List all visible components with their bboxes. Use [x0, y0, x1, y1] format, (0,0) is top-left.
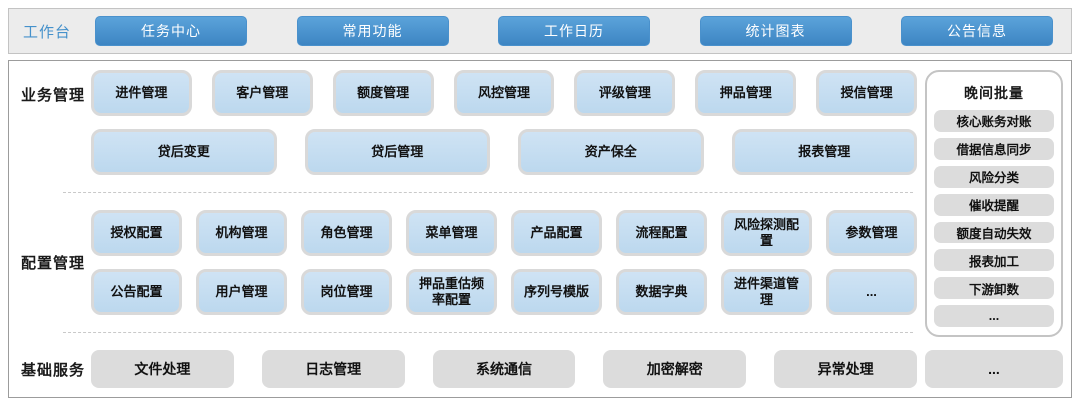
night-item-report-processing[interactable]: 报表加工 — [934, 249, 1054, 272]
tile-file-processing[interactable]: 文件处理 — [91, 350, 234, 388]
tile-asset-preservation[interactable]: 资产保全 — [518, 129, 704, 175]
main-panel: 业务管理 进件管理 客户管理 额度管理 风控管理 评级管理 押品管理 授信管理 … — [8, 60, 1072, 398]
tile-limit-management[interactable]: 额度管理 — [332, 70, 434, 116]
main-content: 业务管理 进件管理 客户管理 额度管理 风控管理 评级管理 押品管理 授信管理 … — [15, 70, 918, 388]
workbench-buttons: 任务中心 常用功能 工作日历 统计图表 公告信息 — [85, 16, 1057, 46]
tile-organization-management[interactable]: 机构管理 — [196, 210, 287, 256]
night-item-loan-receipt-sync[interactable]: 借据信息同步 — [934, 137, 1054, 160]
base-rows: 文件处理 日志管理 系统通信 加密解密 异常处理 — [91, 350, 917, 388]
tile-collateral-revaluation-frequency-config[interactable]: 押品重估频率配置 — [406, 269, 497, 315]
tile-product-config[interactable]: 产品配置 — [511, 210, 602, 256]
tile-announcement-config[interactable]: 公告配置 — [91, 269, 182, 315]
night-batch-panel: 晚间批量 核心账务对账 借据信息同步 风险分类 催收提醒 额度自动失效 报表加工… — [925, 70, 1063, 337]
section-label-business: 业务管理 — [20, 87, 85, 104]
base-row: 文件处理 日志管理 系统通信 加密解密 异常处理 — [91, 350, 917, 388]
tile-serial-number-template[interactable]: 序列号模版 — [511, 269, 602, 315]
workbench-button-work-calendar[interactable]: 工作日历 — [498, 16, 650, 46]
tile-user-management[interactable]: 用户管理 — [196, 269, 287, 315]
tile-encryption-decryption[interactable]: 加密解密 — [603, 350, 747, 388]
tile-log-management[interactable]: 日志管理 — [261, 350, 405, 388]
tile-intake-channel-management[interactable]: 进件渠道管理 — [721, 269, 812, 315]
tile-post-loan-management[interactable]: 贷后管理 — [304, 129, 490, 175]
tile-credit-management[interactable]: 授信管理 — [816, 70, 918, 116]
section-label-base: 基础服务 — [20, 361, 85, 379]
night-batch-column: 晚间批量 核心账务对账 借据信息同步 风险分类 催收提醒 额度自动失效 报表加工… — [925, 70, 1063, 388]
workbench-label: 工作台 — [23, 23, 72, 41]
dashed-divider-2 — [63, 332, 913, 333]
section-business: 业务管理 进件管理 客户管理 额度管理 风控管理 评级管理 押品管理 授信管理 … — [15, 70, 918, 175]
workbench-bar: 工作台 任务中心 常用功能 工作日历 统计图表 公告信息 — [8, 8, 1072, 54]
workbench-button-task-center[interactable]: 任务中心 — [95, 16, 247, 46]
night-item-collection-reminder[interactable]: 催收提醒 — [934, 193, 1054, 216]
section-label-config: 配置管理 — [20, 255, 85, 272]
tile-customer-management[interactable]: 客户管理 — [211, 70, 313, 116]
config-rows: 授权配置 机构管理 角色管理 菜单管理 产品配置 流程配置 风险探测配置 参数管… — [91, 210, 917, 315]
tile-intake-management[interactable]: 进件管理 — [91, 70, 192, 116]
section-base: 基础服务 文件处理 日志管理 系统通信 加密解密 异常处理 — [15, 350, 917, 388]
night-item-risk-classification[interactable]: 风险分类 — [934, 165, 1054, 188]
tile-process-config[interactable]: 流程配置 — [616, 210, 707, 256]
tile-authorization-config[interactable]: 授权配置 — [91, 210, 182, 256]
business-row-1: 进件管理 客户管理 额度管理 风控管理 评级管理 押品管理 授信管理 — [91, 70, 918, 116]
business-rows: 进件管理 客户管理 额度管理 风控管理 评级管理 押品管理 授信管理 贷后变更 … — [91, 70, 918, 175]
config-row-2: 公告配置 用户管理 岗位管理 押品重估频率配置 序列号模版 数据字典 进件渠道管… — [91, 269, 917, 315]
tile-post-loan-change[interactable]: 贷后变更 — [91, 129, 277, 175]
section-config: 配置管理 授权配置 机构管理 角色管理 菜单管理 产品配置 流程配置 风险探测配… — [15, 210, 917, 315]
tile-config-more[interactable]: ... — [826, 269, 917, 315]
tile-role-management[interactable]: 角色管理 — [301, 210, 392, 256]
tile-risk-detection-config[interactable]: 风险探测配置 — [721, 210, 812, 256]
night-item-more[interactable]: ... — [934, 305, 1054, 327]
night-item-downstream-data-export[interactable]: 下游卸数 — [934, 277, 1054, 300]
tile-exception-handling[interactable]: 异常处理 — [774, 350, 917, 388]
config-row-1: 授权配置 机构管理 角色管理 菜单管理 产品配置 流程配置 风险探测配置 参数管… — [91, 210, 917, 256]
tile-rating-management[interactable]: 评级管理 — [574, 70, 676, 116]
business-row-2: 贷后变更 贷后管理 资产保全 报表管理 — [91, 129, 917, 175]
tile-collateral-management[interactable]: 押品管理 — [695, 70, 797, 116]
tile-menu-management[interactable]: 菜单管理 — [406, 210, 497, 256]
tile-risk-control-management[interactable]: 风控管理 — [453, 70, 555, 116]
tile-data-dictionary[interactable]: 数据字典 — [616, 269, 707, 315]
workbench-button-common-functions[interactable]: 常用功能 — [296, 16, 449, 46]
workbench-button-statistics-charts[interactable]: 统计图表 — [699, 16, 852, 46]
night-item-core-account-reconciliation[interactable]: 核心账务对账 — [934, 110, 1054, 132]
tile-system-communication[interactable]: 系统通信 — [432, 350, 576, 388]
tile-report-management[interactable]: 报表管理 — [731, 129, 917, 175]
night-batch-title: 晚间批量 — [964, 85, 1024, 101]
base-more-button[interactable]: ... — [925, 350, 1063, 388]
workbench-button-announcements[interactable]: 公告信息 — [901, 16, 1053, 46]
night-item-limit-auto-expiry[interactable]: 额度自动失效 — [934, 221, 1054, 244]
dashed-divider-1 — [63, 192, 913, 193]
tile-position-management[interactable]: 岗位管理 — [301, 269, 392, 315]
tile-parameter-management[interactable]: 参数管理 — [826, 210, 917, 256]
